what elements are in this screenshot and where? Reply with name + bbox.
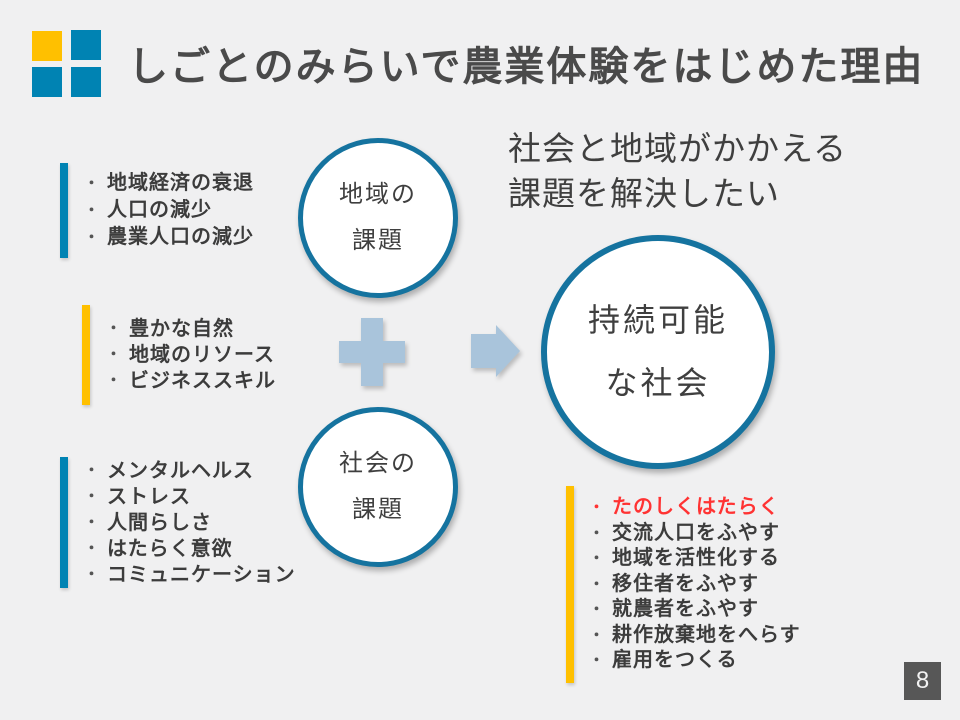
list-item: ・豊かな自然 bbox=[106, 316, 276, 342]
circle-label-line1: 地域の bbox=[339, 181, 417, 208]
circle-label-line1: 社会の bbox=[339, 450, 417, 477]
list-item-label: メンタルヘルス bbox=[107, 459, 255, 482]
list-item: ・メンタルヘルス bbox=[84, 458, 296, 484]
list-item: ・地域経済の衰退 bbox=[84, 170, 254, 197]
logo-square-blue-right-icon bbox=[71, 67, 101, 97]
accent-bar-blue bbox=[60, 163, 68, 258]
list-item: ・ビジネススキル bbox=[106, 368, 276, 394]
circle-social-issues: 社会の 課題 bbox=[298, 407, 458, 567]
circle-label-line2: 課題 bbox=[352, 227, 404, 254]
list-item-label: 地域のリソース bbox=[129, 344, 276, 366]
list-outcomes: ・たのしくはたらく ・交流人口をふやす ・地域を活性化する ・移住者をふやす ・… bbox=[566, 486, 801, 683]
accent-bar-blue bbox=[60, 457, 68, 588]
list-item: ・人間らしさ bbox=[84, 510, 296, 536]
circle-label-line2: 課題 bbox=[352, 496, 404, 523]
statement-text: 社会と地域がかかえる 課題を解決したい bbox=[508, 126, 847, 216]
list-item: ・雇用をつくる bbox=[589, 648, 801, 674]
bullet-icon: ・ bbox=[589, 601, 606, 619]
slide-title: しごとのみらいで農業体験をはじめた理由 bbox=[128, 45, 925, 89]
logo-square-blue-left-icon bbox=[32, 67, 62, 97]
bullet-icon: ・ bbox=[106, 372, 123, 389]
logo-square-yellow-icon bbox=[32, 31, 62, 61]
list-social-issues: ・メンタルヘルス ・ストレス ・人間らしさ ・はたらく意欲 ・コミュニケーション bbox=[60, 457, 296, 588]
circle-label-line1: 持続可能 bbox=[587, 302, 728, 338]
page-number-badge: 8 bbox=[904, 662, 941, 700]
statement-line1: 社会と地域がかかえる bbox=[508, 130, 848, 167]
bullet-icon: ・ bbox=[589, 499, 606, 517]
page-number: 8 bbox=[915, 667, 930, 694]
list-item-label: 交流人口をふやす bbox=[612, 521, 781, 544]
bullet-icon: ・ bbox=[589, 626, 606, 644]
list-item-label: 就農者をふやす bbox=[612, 598, 760, 621]
list-item: ・耕作放棄地をへらす bbox=[589, 623, 801, 649]
bullet-icon: ・ bbox=[84, 461, 101, 479]
bullet-icon: ・ bbox=[589, 524, 606, 542]
circle-regional-issues: 地域の 課題 bbox=[298, 138, 458, 298]
bullet-icon: ・ bbox=[106, 320, 123, 337]
bullet-icon: ・ bbox=[84, 202, 101, 219]
list-item: ・人口の減少 bbox=[84, 197, 254, 224]
statement-line2: 課題を解決したい bbox=[508, 175, 780, 212]
list-item-label: コミュニケーション bbox=[107, 563, 296, 586]
list-item: ・コミュニケーション bbox=[84, 562, 296, 588]
bullet-icon: ・ bbox=[84, 229, 101, 246]
bullet-icon: ・ bbox=[84, 175, 101, 192]
bullet-icon: ・ bbox=[589, 550, 606, 568]
slide-logo bbox=[32, 30, 134, 98]
bullet-icon: ・ bbox=[84, 539, 101, 557]
circle-sustainable-society: 持続可能 な社会 bbox=[541, 235, 775, 469]
bullet-icon: ・ bbox=[84, 513, 101, 531]
list-item-label: はたらく意欲 bbox=[107, 537, 233, 560]
bullet-icon: ・ bbox=[106, 346, 123, 363]
list-item: ・地域のリソース bbox=[106, 342, 276, 368]
list-item-label: 移住者をふやす bbox=[612, 572, 760, 595]
accent-bar-yellow bbox=[82, 305, 90, 405]
list-item: ・移住者をふやす bbox=[589, 572, 801, 598]
list-item-label: ストレス bbox=[107, 485, 192, 508]
plus-icon bbox=[339, 318, 405, 386]
bullet-icon: ・ bbox=[589, 652, 606, 670]
bullet-icon: ・ bbox=[589, 575, 606, 593]
list-item-label: ビジネススキル bbox=[129, 370, 277, 392]
list-item-label: 地域経済の衰退 bbox=[107, 172, 255, 194]
accent-bar-yellow bbox=[566, 486, 574, 683]
list-item-label: 人間らしさ bbox=[107, 511, 213, 534]
list-item-label: 耕作放棄地をへらす bbox=[612, 623, 801, 646]
list-item-label: 地域を活性化する bbox=[612, 547, 781, 570]
list-item-highlighted: ・たのしくはたらく bbox=[589, 495, 801, 521]
arrow-right-icon bbox=[471, 325, 520, 377]
list-resources: ・豊かな自然 ・地域のリソース ・ビジネススキル bbox=[82, 305, 276, 405]
list-item: ・農業人口の減少 bbox=[84, 224, 254, 251]
list-regional-issues: ・地域経済の衰退 ・人口の減少 ・農業人口の減少 bbox=[60, 163, 254, 258]
list-item: ・はたらく意欲 bbox=[84, 536, 296, 562]
list-item-label: 雇用をつくる bbox=[612, 649, 738, 672]
bullet-icon: ・ bbox=[84, 487, 101, 505]
list-item-label: 農業人口の減少 bbox=[107, 226, 255, 248]
list-item: ・ストレス bbox=[84, 484, 296, 510]
list-item: ・就農者をふやす bbox=[589, 597, 801, 623]
list-item-label: 人口の減少 bbox=[107, 199, 213, 221]
list-item: ・交流人口をふやす bbox=[589, 521, 801, 547]
list-item-label: 豊かな自然 bbox=[129, 318, 235, 340]
circle-label-line2: な社会 bbox=[605, 365, 711, 401]
list-item-label: たのしくはたらく bbox=[612, 496, 780, 519]
bullet-icon: ・ bbox=[84, 565, 101, 583]
logo-square-blue-top-icon bbox=[71, 30, 101, 60]
list-item: ・地域を活性化する bbox=[589, 546, 801, 572]
